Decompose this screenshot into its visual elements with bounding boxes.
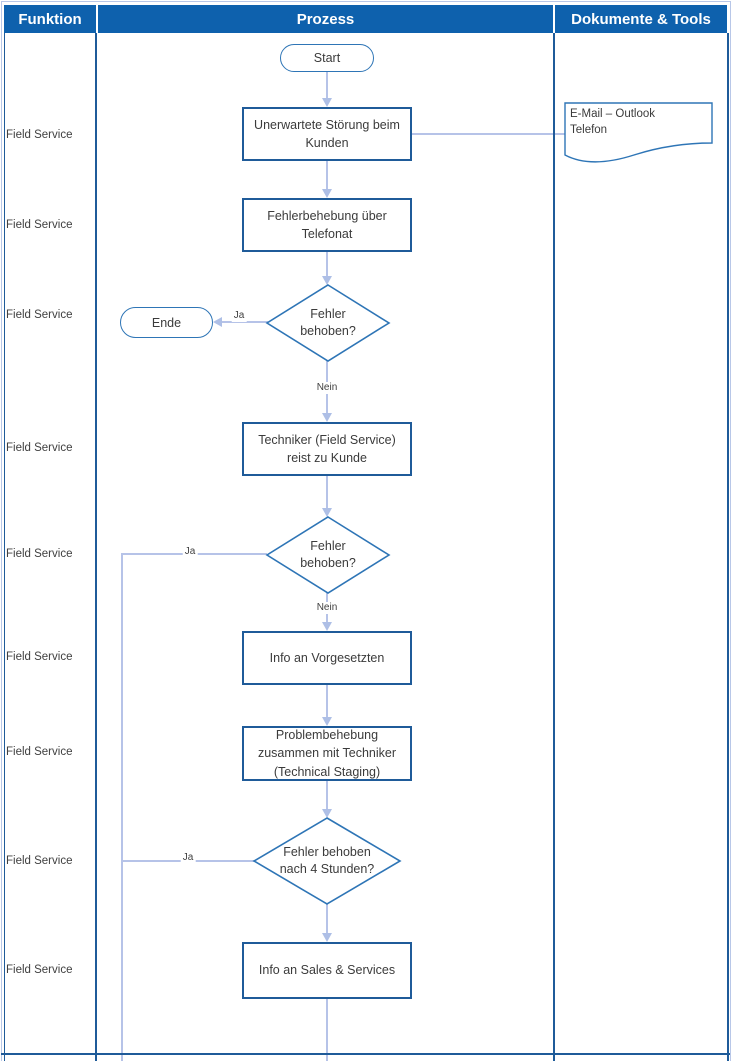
lane-header-prozess: Prozess — [98, 5, 553, 33]
decision-diamond — [252, 817, 402, 905]
start-terminator: Start — [280, 44, 374, 72]
arrow-down-icon — [322, 413, 332, 422]
connector-line — [326, 72, 328, 99]
decision-label: Fehler behoben? — [300, 307, 356, 338]
start-label: Start — [313, 51, 341, 65]
decision-label: Fehler behoben? — [300, 539, 356, 570]
outer-frame-right — [730, 1, 731, 1061]
edge-label-ja: Ja — [231, 310, 247, 322]
connector-line — [326, 614, 328, 623]
lane-header-funktion: Funktion — [4, 5, 96, 33]
edge-label-ja: Ja — [182, 546, 198, 558]
process-box-problembehebung: Problembehebung zusammen mit Techniker (… — [242, 726, 412, 781]
ende-terminator: Ende — [120, 307, 213, 338]
arrow-down-icon — [322, 98, 332, 107]
lane-header-prozess-label: Prozess — [296, 10, 355, 28]
process-box-info-vorgesetzten: Info an Vorgesetzten — [242, 631, 412, 685]
connector-line — [326, 999, 328, 1061]
connector-line — [326, 476, 328, 509]
arrow-down-icon — [322, 276, 332, 285]
connector-line — [222, 321, 268, 323]
arrow-down-icon — [322, 809, 332, 818]
lane-border — [95, 33, 97, 1061]
funktion-label: Field Service — [6, 129, 73, 141]
connector-line — [326, 161, 328, 190]
funktion-label: Field Service — [6, 651, 73, 663]
process-box-telefonat: Fehlerbehebung über Telefonat — [242, 198, 412, 252]
arrow-down-icon — [322, 189, 332, 198]
ende-label: Ende — [151, 315, 182, 330]
process-box-info-sales: Info an Sales & Services — [242, 942, 412, 999]
edge-label-nein: Nein — [314, 382, 340, 394]
funktion-label: Field Service — [6, 855, 73, 867]
document-shape — [564, 102, 713, 163]
connector-line — [121, 553, 123, 1061]
decision-diamond — [265, 516, 391, 594]
lane-bottom-border — [1, 1053, 730, 1055]
funktion-label: Field Service — [6, 548, 73, 560]
process-box-label: Info an Vorgesetzten — [269, 650, 385, 665]
process-box-label: Problembehebung zusammen mit Techniker (… — [257, 728, 396, 779]
process-box-label: Fehlerbehebung über Telefonat — [267, 208, 387, 241]
connector-line — [326, 252, 328, 277]
connector-line — [326, 903, 328, 934]
connector-line — [326, 590, 328, 603]
process-box-label: Info an Sales & Services — [258, 963, 396, 978]
decision-diamond — [265, 284, 391, 362]
connector-line — [326, 394, 328, 414]
connector-line — [326, 780, 328, 810]
funktion-label: Field Service — [6, 442, 73, 454]
decision-label: Fehler behoben nach 4 Stunden? — [279, 845, 375, 876]
arrow-left-icon — [213, 317, 222, 327]
document-label-line2: Telefon — [570, 124, 608, 136]
arrow-down-icon — [322, 933, 332, 942]
connector-line — [326, 685, 328, 718]
arrow-down-icon — [322, 508, 332, 517]
lane-header-dokumente-label: Dokumente & Tools — [571, 10, 711, 28]
outer-frame-left — [1, 1, 2, 1061]
funktion-label: Field Service — [6, 746, 73, 758]
outer-frame-top — [1, 1, 730, 2]
lane-header-dokumente: Dokumente & Tools — [555, 5, 727, 33]
document-label: E-Mail – Outlook Telefon — [570, 106, 708, 138]
lane-border — [4, 33, 5, 1061]
arrow-down-icon — [322, 717, 332, 726]
lane-header-funktion-label: Funktion — [18, 10, 82, 28]
edge-label-ja: Ja — [180, 852, 196, 864]
funktion-label: Field Service — [6, 964, 73, 976]
connector-line — [326, 359, 328, 383]
process-box-stoerung: Unerwartete Störung beim Kunden — [242, 107, 412, 161]
edge-label-nein: Nein — [314, 602, 340, 614]
lane-border — [727, 33, 729, 1061]
lane-border — [553, 33, 555, 1061]
connector-line — [412, 133, 565, 135]
funktion-label: Field Service — [6, 309, 73, 321]
arrow-down-icon — [322, 622, 332, 631]
process-box-techniker-reist: Techniker (Field Service) reist zu Kunde — [242, 422, 412, 476]
document-label-line1: E-Mail – Outlook — [570, 108, 656, 120]
process-box-label: Unerwartete Störung beim Kunden — [254, 117, 400, 150]
process-box-label: Techniker (Field Service) reist zu Kunde — [258, 432, 396, 465]
funktion-label: Field Service — [6, 219, 73, 231]
